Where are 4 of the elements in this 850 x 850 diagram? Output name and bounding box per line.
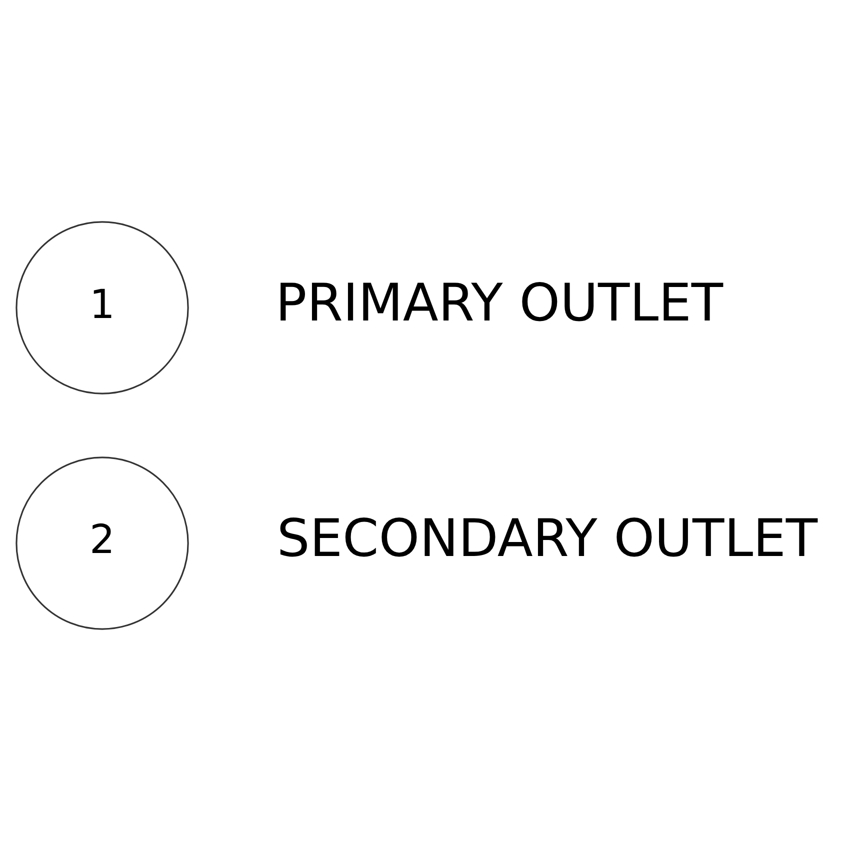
node-label: SECONDARY OUTLET: [276, 508, 818, 568]
node-label: PRIMARY OUTLET: [276, 272, 724, 333]
node-circle: 1: [16, 220, 189, 394]
node-circle: 2: [16, 456, 189, 630]
